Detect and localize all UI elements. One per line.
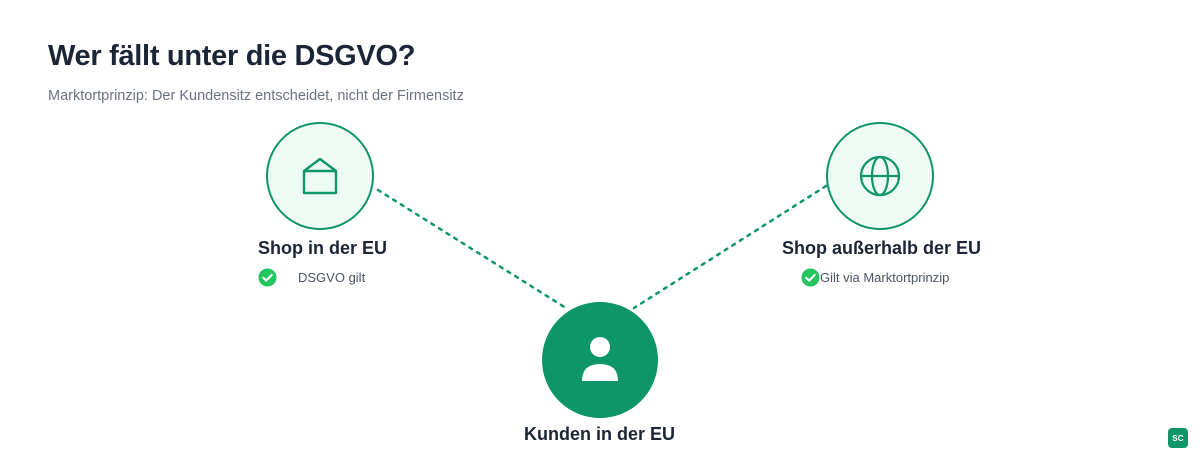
customers-eu-label: Kunden in der EU bbox=[524, 424, 676, 444]
shop-eu-status: DSGVO gilt bbox=[258, 268, 365, 287]
shop-non-eu-status: Gilt via Marktortprinzip bbox=[801, 268, 949, 287]
page-title: Wer fällt unter die DSGVO? bbox=[48, 40, 416, 72]
customers-eu-node bbox=[542, 302, 658, 418]
brand-badge: SC bbox=[1168, 428, 1188, 448]
connector-line-eu bbox=[376, 188, 568, 310]
page-subtitle: Marktortprinzip: Der Kundensitz entschei… bbox=[48, 88, 464, 104]
shop-eu-label: Shop in der EU bbox=[258, 238, 388, 258]
check-circle-icon bbox=[258, 268, 277, 287]
shop-non-eu-status-text: Gilt via Marktortprinzip bbox=[820, 270, 950, 285]
shop-non-eu-label: Shop außerhalb der EU bbox=[782, 238, 982, 258]
house-icon bbox=[302, 157, 338, 195]
person-icon bbox=[582, 337, 618, 381]
check-circle-icon bbox=[801, 268, 820, 287]
connector-line-non-eu bbox=[632, 184, 828, 310]
globe-icon bbox=[859, 155, 901, 197]
shop-eu-status-text: DSGVO gilt bbox=[298, 270, 366, 285]
shop-non-eu-node bbox=[826, 122, 934, 230]
shop-eu-node bbox=[266, 122, 374, 230]
